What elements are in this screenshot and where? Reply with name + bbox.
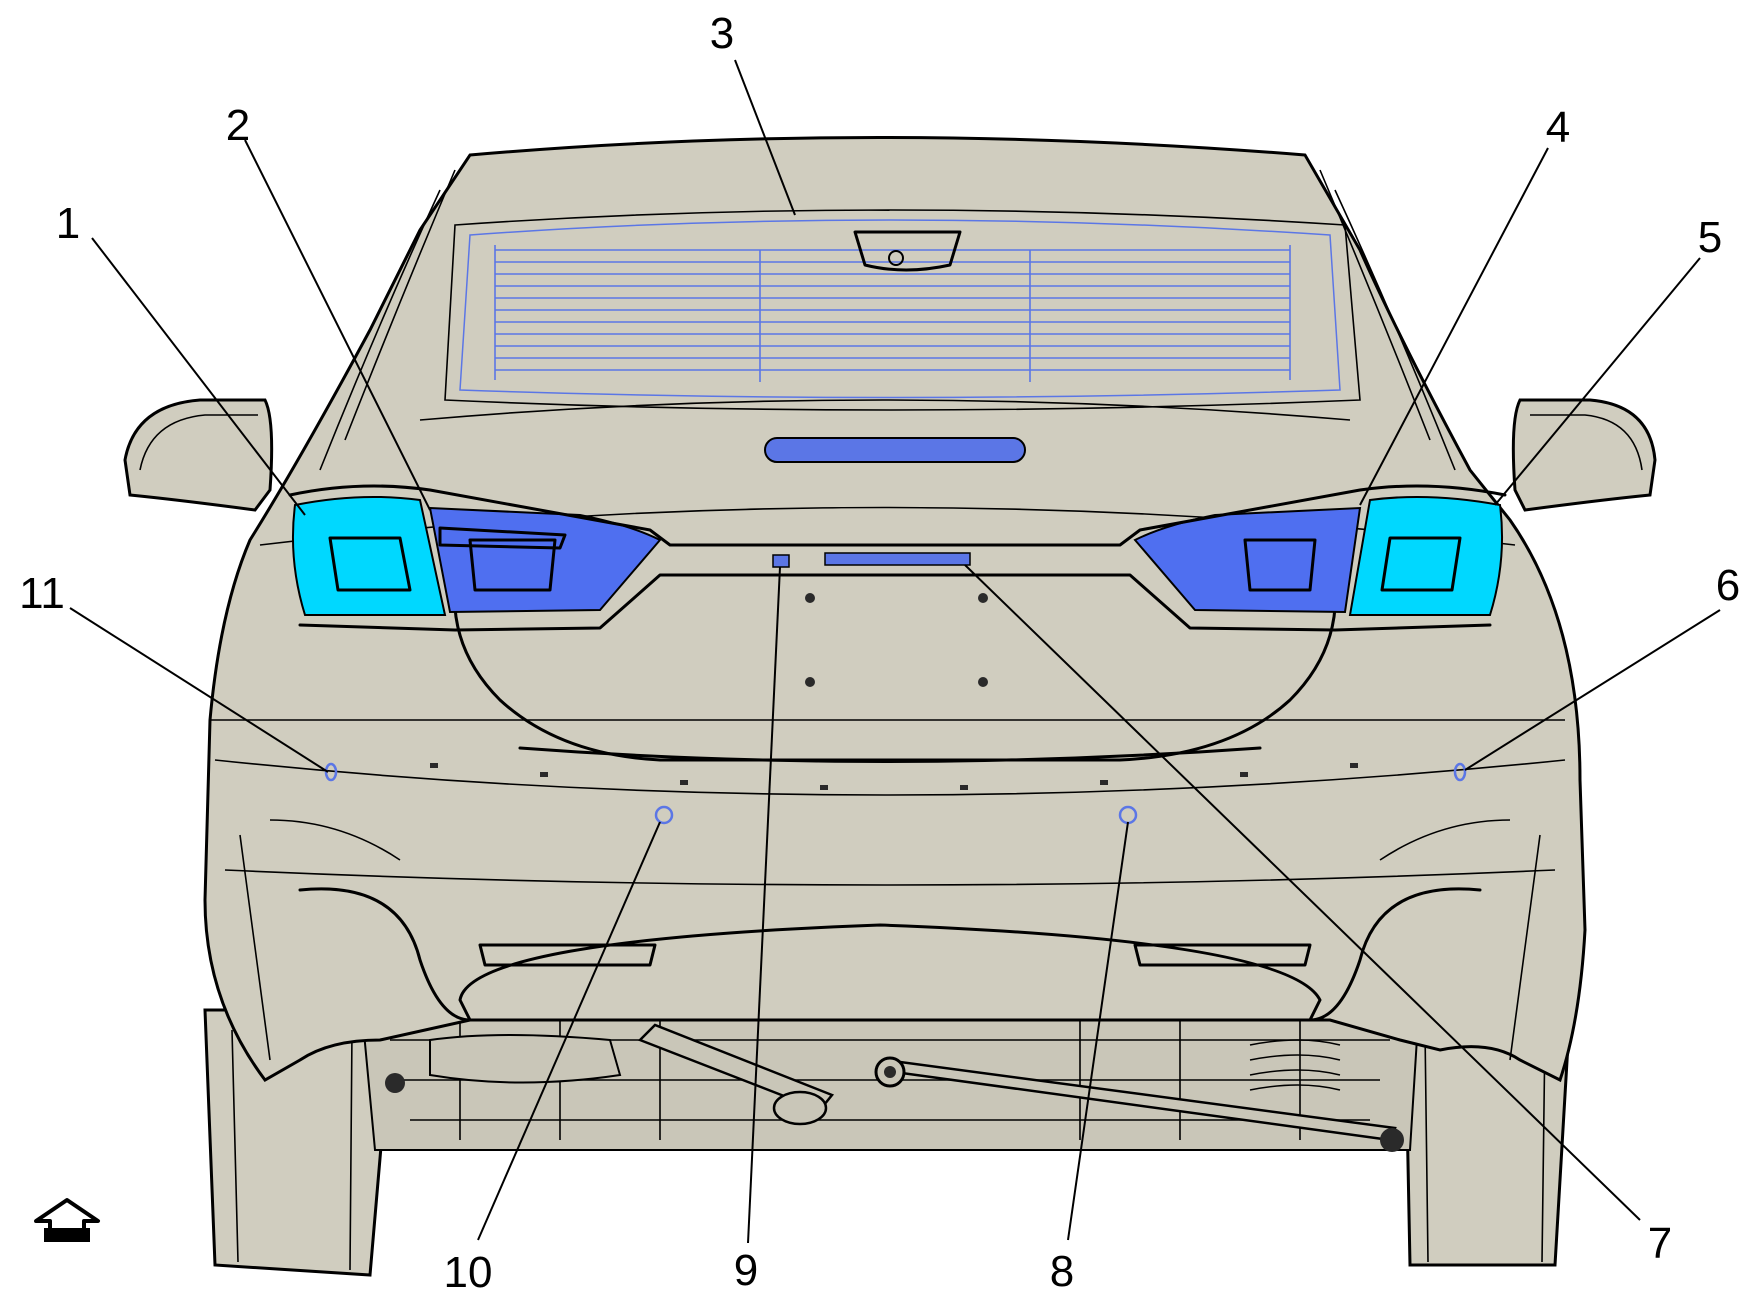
rear-tires (203, 1008, 1572, 1277)
leader-lines (69, 59, 1721, 1244)
callout-6: 6 (1716, 561, 1740, 610)
callout-10: 10 (444, 1248, 493, 1296)
callout-1: 1 (56, 199, 80, 248)
callout-8: 8 (1050, 1247, 1074, 1296)
callout-7: 7 (1648, 1219, 1672, 1268)
rear-window-defogger (444, 209, 1361, 411)
callouts: 1 2 3 4 5 6 7 8 9 10 11 (19, 9, 1740, 1296)
bumper-clips (430, 763, 1358, 790)
callout-2: 2 (226, 101, 250, 150)
callout-3: 3 (710, 9, 734, 58)
callout-4: 4 (1546, 103, 1570, 152)
license-plate-area (772, 552, 988, 687)
tail-lamps (288, 484, 1507, 632)
chmsl (764, 437, 1026, 463)
callout-9: 9 (734, 1246, 758, 1295)
side-mirrors (123, 398, 1657, 512)
view-arrow-icon (34, 1198, 100, 1242)
parking-sensors (324, 762, 1467, 825)
callout-11: 11 (19, 569, 65, 618)
callout-5: 5 (1698, 213, 1722, 262)
